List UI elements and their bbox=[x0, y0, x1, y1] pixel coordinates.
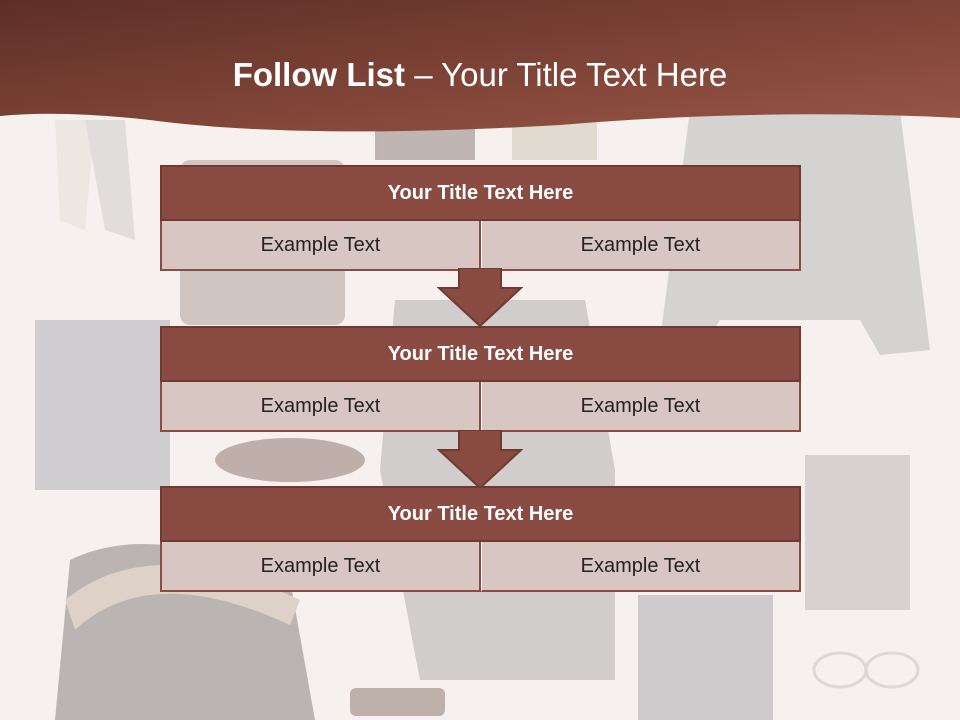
step-cell-left: Example Text bbox=[160, 542, 481, 592]
slide-title: Follow List – Your Title Text Here bbox=[0, 52, 960, 98]
shirt-icon bbox=[638, 595, 773, 720]
tie-icon bbox=[85, 120, 135, 240]
header-banner bbox=[0, 0, 960, 132]
sunglasses-icon bbox=[812, 651, 920, 689]
down-arrow-icon bbox=[437, 430, 523, 490]
step-block-1: Your Title Text Here Example Text Exampl… bbox=[160, 165, 801, 271]
step-heading: Your Title Text Here bbox=[160, 165, 801, 221]
belt-icon bbox=[350, 688, 445, 716]
step-row: Example Text Example Text bbox=[160, 382, 801, 432]
step-cell-left: Example Text bbox=[160, 382, 481, 432]
step-heading: Your Title Text Here bbox=[160, 326, 801, 382]
step-cell-right: Example Text bbox=[481, 221, 801, 271]
step-cell-right: Example Text bbox=[481, 382, 801, 432]
slide-title-rest: – Your Title Text Here bbox=[405, 56, 728, 93]
tote-bag-icon bbox=[805, 455, 910, 610]
step-block-2: Your Title Text Here Example Text Exampl… bbox=[160, 326, 801, 432]
boots-icon bbox=[215, 438, 365, 482]
tie-icon bbox=[55, 120, 95, 230]
down-arrow-icon bbox=[437, 268, 523, 328]
sweater-icon bbox=[35, 320, 170, 490]
step-heading: Your Title Text Here bbox=[160, 486, 801, 542]
step-cell-right: Example Text bbox=[481, 542, 801, 592]
step-row: Example Text Example Text bbox=[160, 221, 801, 271]
slide-title-bold: Follow List bbox=[232, 56, 406, 93]
step-cell-left: Example Text bbox=[160, 221, 481, 271]
step-block-3: Your Title Text Here Example Text Exampl… bbox=[160, 486, 801, 592]
step-row: Example Text Example Text bbox=[160, 542, 801, 592]
